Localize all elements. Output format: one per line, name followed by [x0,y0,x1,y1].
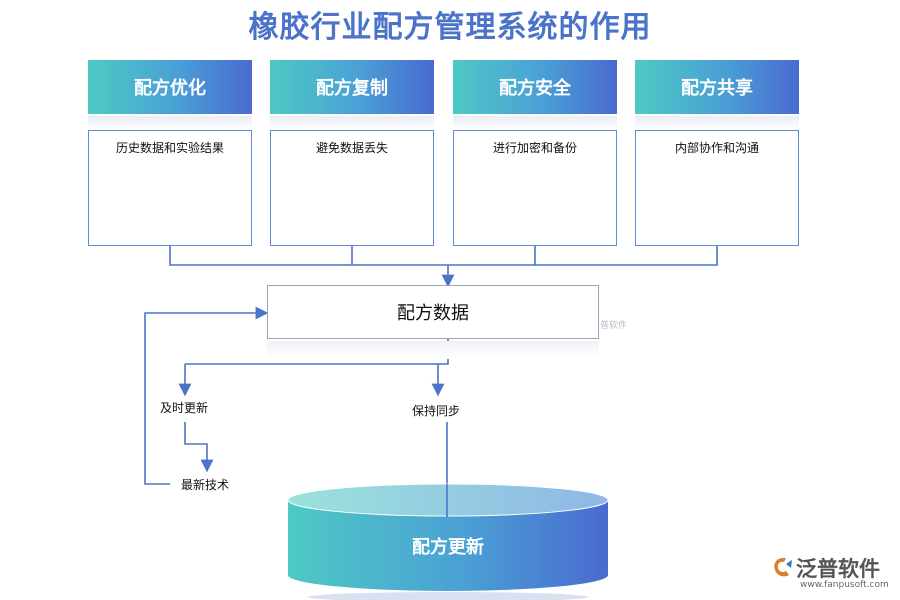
database-cylinder [287,483,609,600]
watermark-text: 普软件 [600,321,628,331]
category-header-reflection [88,116,252,130]
label-update-timely: 及时更新 [160,401,209,415]
connector-share [448,246,718,266]
logo-icon [774,558,792,577]
category-header-optimize: 配方优化 [88,60,252,114]
hub-recipe-data: 配方数据 [267,285,599,339]
category-header-reflection [635,116,799,130]
update-to-tech [184,422,214,473]
label-keep-sync: 保持同步 [412,404,461,418]
category-detail-optimize: 历史数据和实验结果 [88,130,252,246]
category-detail-copy: 避免数据丢失 [270,130,434,246]
hub-reflection [267,341,599,359]
category-detail-share: 内部协作和沟通 [635,130,799,246]
category-header-share: 配方共享 [635,60,799,114]
category-header-reflection [270,116,434,130]
label-latest-tech: 最新技术 [181,478,230,492]
logo-name: 泛普软件 [796,557,880,581]
connector-optimize [169,246,448,266]
logo-url: www.fanpusoft.com [800,580,889,590]
database-label: 配方更新 [412,537,484,558]
category-header-reflection [453,116,617,130]
brand-logo: 泛普软件 www.fanpusoft.com [772,553,894,593]
page-title: 橡胶行业配方管理系统的作用 [248,10,652,45]
category-detail-security: 进行加密和备份 [453,130,617,246]
category-header-security: 配方安全 [453,60,617,114]
category-header-copy: 配方复制 [270,60,434,114]
tech-feedback-loop [144,306,269,485]
